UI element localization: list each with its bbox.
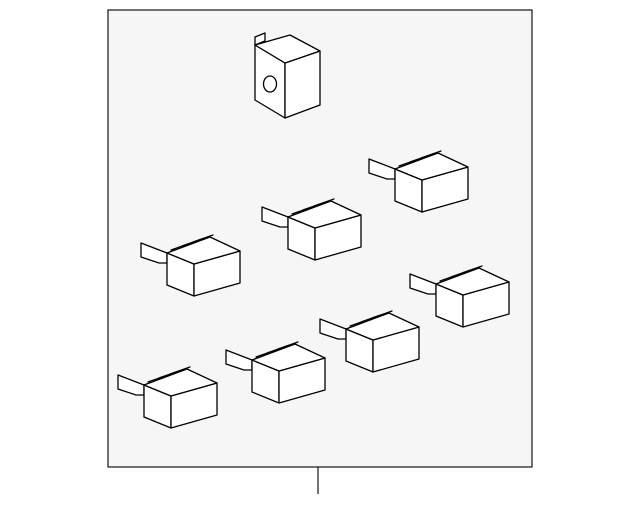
cube-module-tab (254, 32, 266, 46)
relay-pin (313, 198, 335, 207)
relay-top-face (394, 152, 469, 181)
relay-pin (169, 366, 191, 375)
relay-connector-1 (368, 150, 469, 213)
relay-top-face (345, 312, 420, 341)
cube-module-top-face (254, 34, 321, 64)
relay-connector-4 (409, 265, 510, 328)
relay-pin (371, 310, 393, 319)
relay-top-face (435, 267, 510, 296)
relay-connector-7 (117, 366, 218, 429)
relay-pin (420, 150, 442, 159)
relay-top-face (251, 343, 326, 372)
relay-pin (461, 265, 483, 274)
relay-connector-3 (140, 234, 241, 297)
cube-module-part (254, 32, 321, 119)
relay-top-face (143, 368, 218, 397)
cube-module-hole (262, 75, 278, 93)
relay-connector-6 (225, 341, 326, 404)
relay-top-face (166, 236, 241, 265)
relay-connector-5 (319, 310, 420, 373)
relay-connector-2 (261, 198, 362, 261)
relay-pin (277, 341, 299, 350)
relay-pin (192, 234, 214, 243)
relay-connectors (117, 150, 510, 429)
relay-top-face (287, 200, 362, 229)
